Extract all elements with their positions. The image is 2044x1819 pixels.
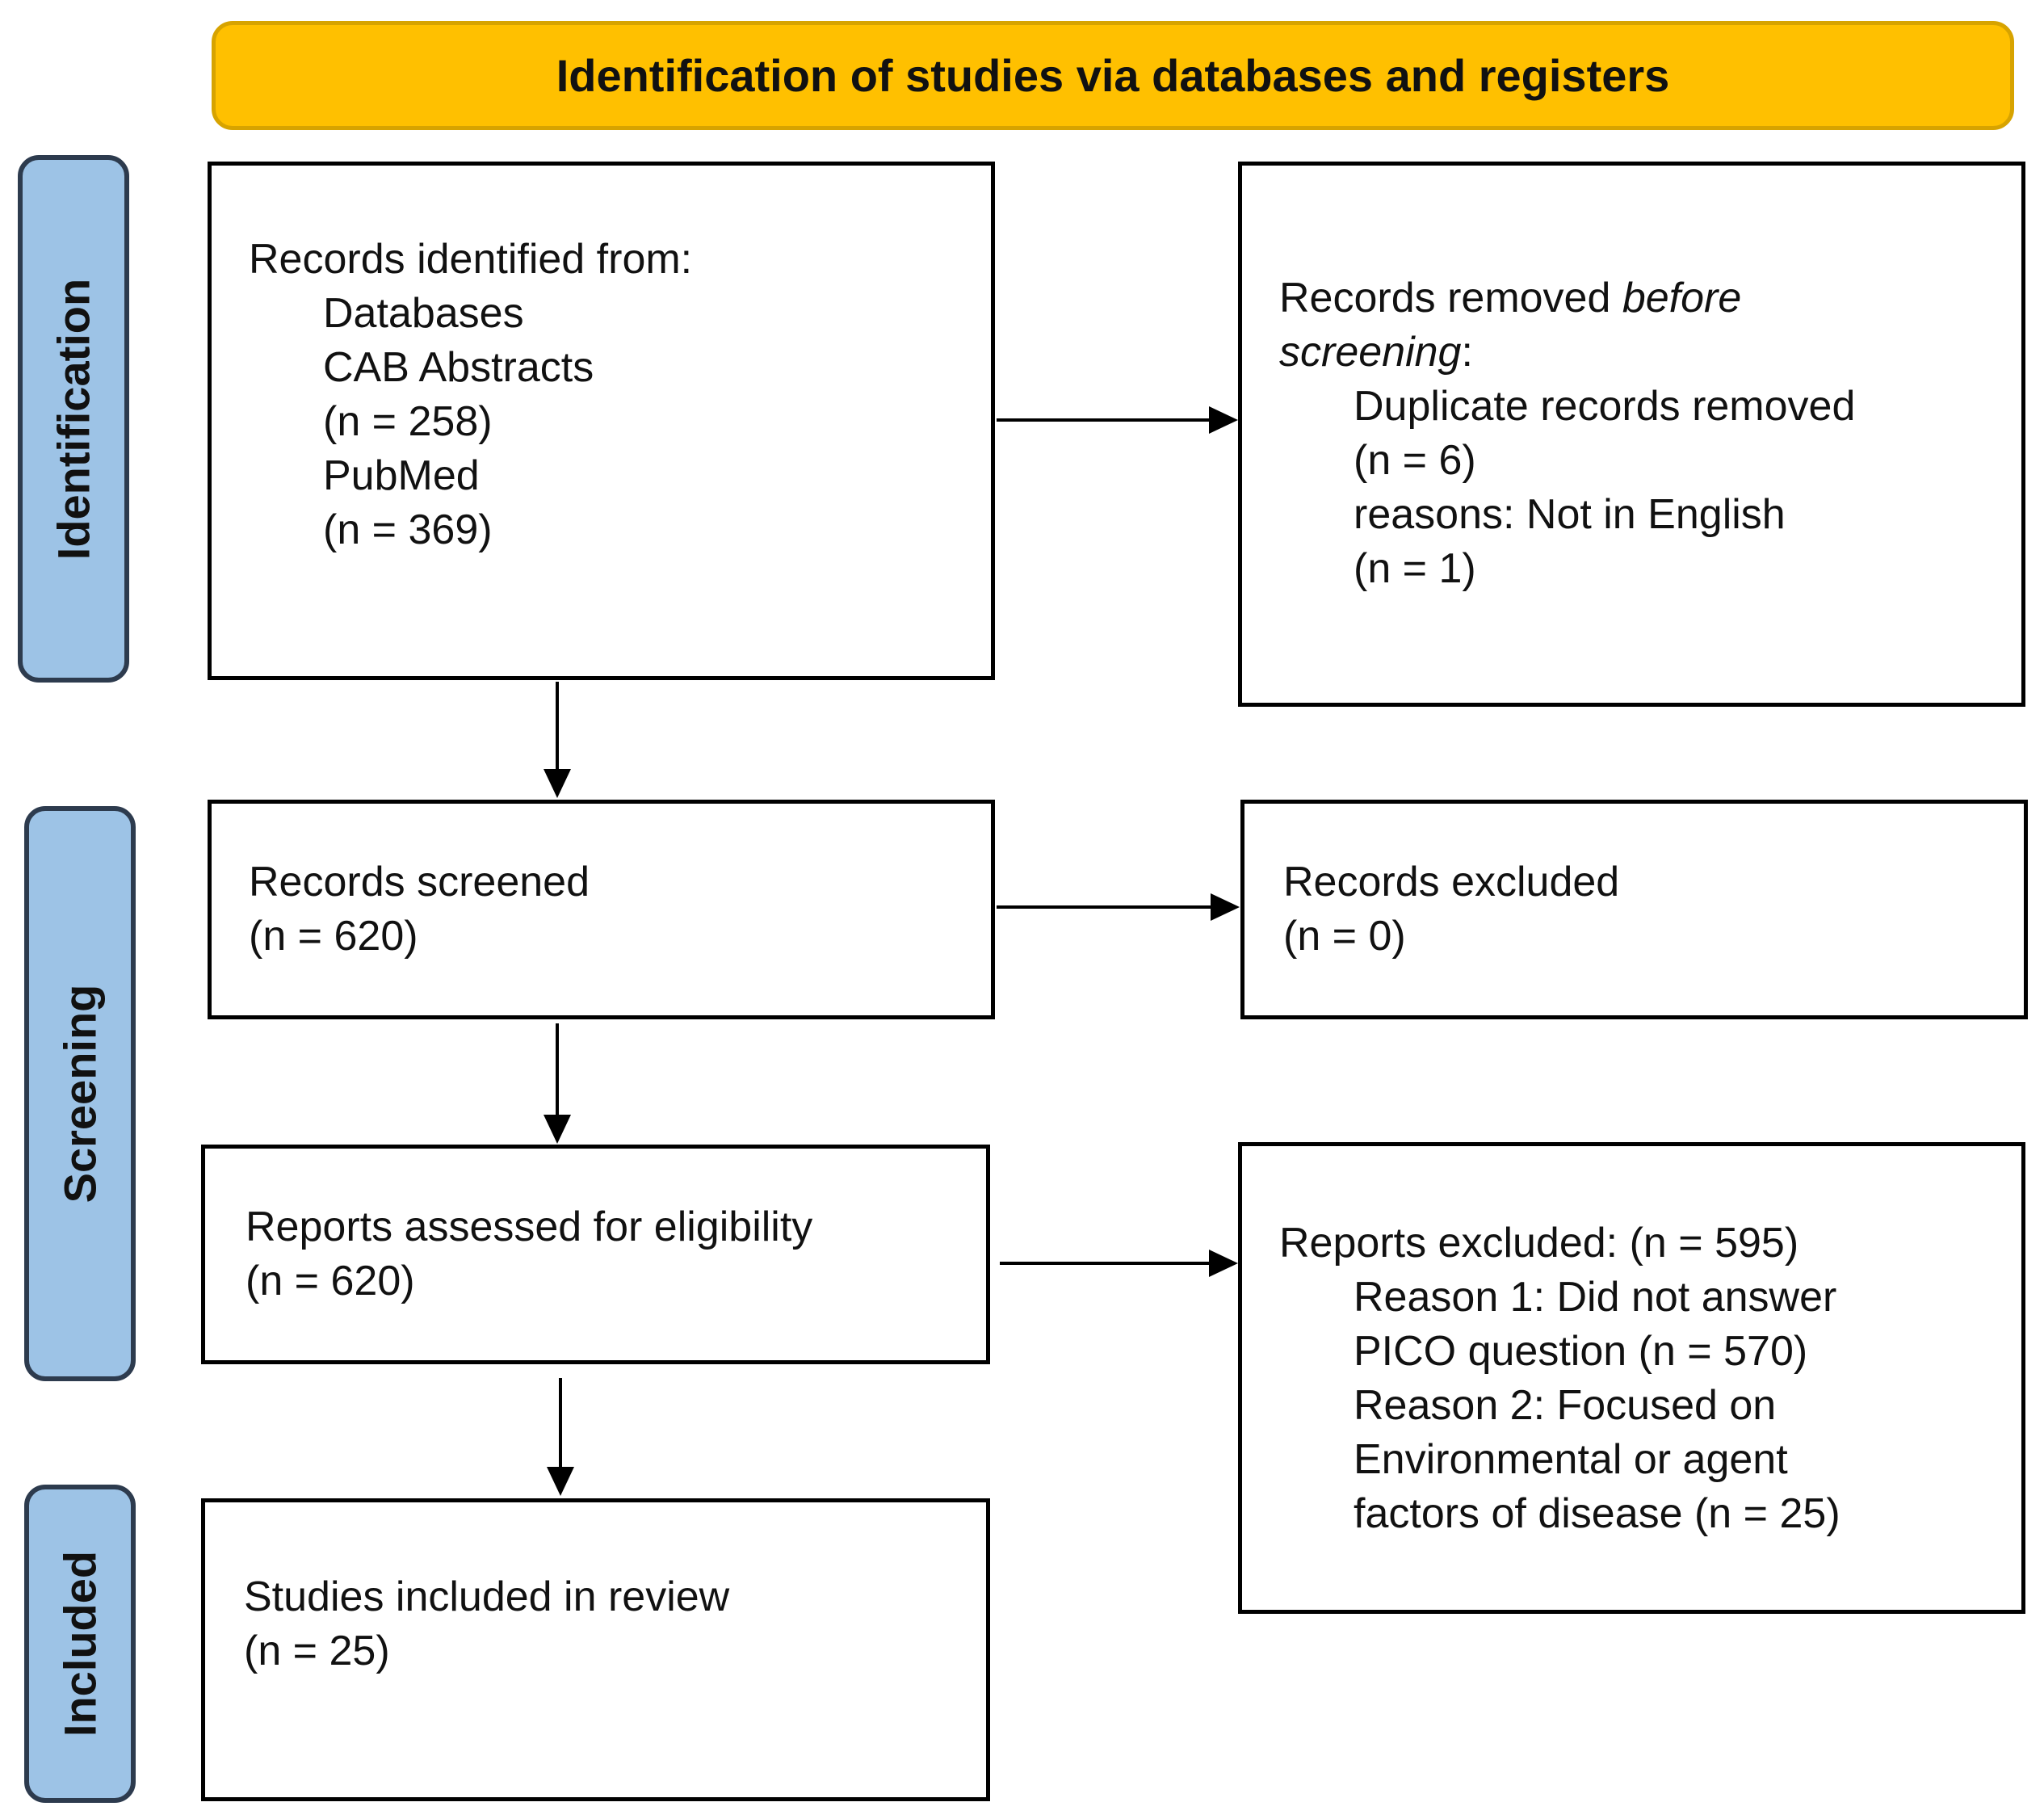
reports-excluded-text: Reports excluded: (n = 595) Reason 1: Di… (1279, 1216, 1840, 1541)
phase-identification-label: Identification (48, 278, 99, 560)
duplicates-count: (n = 6) (1354, 437, 1476, 484)
records-screened-text: Records screened (n = 620) (249, 855, 590, 964)
studies-included-label: Studies included in review (244, 1573, 730, 1620)
reason-not-english: reasons: Not in English (1354, 491, 1786, 538)
phase-included-label: Included (54, 1550, 106, 1737)
records-identified-text: Records identified from: Databases CAB A… (249, 233, 692, 557)
phase-included: Included (24, 1485, 136, 1803)
box-records-identified (208, 162, 995, 680)
reason-not-english-count: (n = 1) (1354, 545, 1476, 592)
reason2-line1: Reason 2: Focused on (1354, 1382, 1777, 1429)
duplicates-label: Duplicate records removed (1354, 383, 1856, 430)
reason2-line3: factors of disease (n = 25) (1354, 1490, 1840, 1537)
records-removed-heading-line1: Records removed before (1279, 275, 1742, 321)
records-screened-label: Records screened (249, 859, 590, 905)
studies-included-count: (n = 25) (244, 1628, 390, 1674)
box-records-excluded (1240, 800, 2028, 1019)
records-excluded-count: (n = 0) (1283, 913, 1406, 960)
reason1-line2: PICO question (n = 570) (1354, 1328, 1808, 1375)
databases-label: Databases (323, 290, 524, 337)
phase-identification: Identification (18, 155, 129, 683)
box-studies-included (201, 1498, 990, 1801)
phase-screening: Screening (24, 806, 136, 1381)
records-removed-text: Records removed before screening: Duplic… (1279, 271, 1855, 596)
source-cab-abstracts-count: (n = 258) (323, 398, 493, 445)
studies-included-text: Studies included in review (n = 25) (244, 1570, 729, 1678)
records-excluded-label: Records excluded (1283, 859, 1620, 905)
source-cab-abstracts: CAB Abstracts (323, 344, 594, 391)
flow-header-title: Identification of studies via databases … (556, 50, 1670, 101)
records-excluded-text: Records excluded (n = 0) (1283, 855, 1619, 964)
reason1-line1: Reason 1: Did not answer (1354, 1274, 1837, 1321)
source-pubmed: PubMed (323, 452, 480, 499)
box-records-removed (1238, 162, 2025, 707)
box-reports-excluded (1238, 1142, 2025, 1614)
phase-screening-label: Screening (54, 984, 106, 1204)
box-records-screened (208, 800, 995, 1019)
source-pubmed-count: (n = 369) (323, 506, 493, 553)
reports-assessed-count: (n = 620) (246, 1258, 415, 1304)
flow-header: Identification of studies via databases … (212, 21, 2014, 130)
reports-assessed-label: Reports assessed for eligibility (246, 1204, 813, 1250)
reason2-line2: Environmental or agent (1354, 1436, 1788, 1483)
box-reports-assessed (201, 1145, 990, 1364)
records-identified-heading: Records identified from: (249, 236, 693, 283)
reports-excluded-heading: Reports excluded: (n = 595) (1279, 1220, 1799, 1267)
records-screened-count: (n = 620) (249, 913, 418, 960)
reports-assessed-text: Reports assessed for eligibility (n = 62… (246, 1200, 812, 1309)
records-removed-heading-line2: screening: (1279, 329, 1473, 376)
